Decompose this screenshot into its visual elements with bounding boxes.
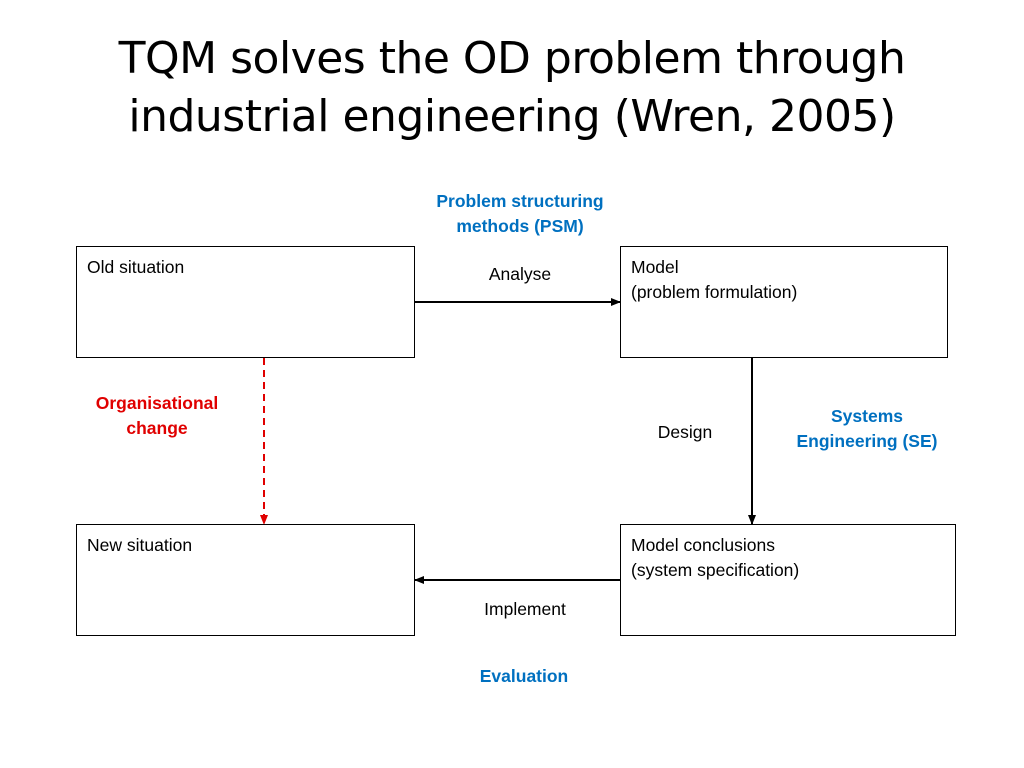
organisational-change-annotation: Organisational change [67, 391, 247, 441]
model-conclusions-box: Model conclusions (system specification) [620, 524, 956, 636]
analyse-label: Analyse [488, 264, 552, 284]
design-label: Design [657, 422, 713, 442]
title-line-2: industrial engineering (Wren, 2005) [128, 91, 896, 142]
model-conclusions-label: Model conclusions [631, 535, 775, 555]
old-situation-label: Old situation [87, 257, 185, 277]
new-situation-label: New situation [87, 535, 193, 555]
psm-annotation: Problem structuring methods (PSM) [400, 189, 640, 239]
psm-line-1: Problem structuring [436, 191, 604, 211]
se-line-1: Systems [831, 406, 903, 426]
evaluation-annotation: Evaluation [479, 666, 569, 686]
model-sublabel: (problem formulation) [631, 282, 798, 302]
old-situation-box: Old situation [76, 246, 415, 358]
model-label: Model [631, 257, 679, 277]
org-line-2: change [126, 418, 188, 438]
psm-line-2: methods (PSM) [456, 216, 584, 236]
model-box: Model (problem formulation) [620, 246, 948, 358]
model-conclusions-sublabel: (system specification) [631, 560, 800, 580]
org-line-1: Organisational [95, 393, 219, 413]
new-situation-box: New situation [76, 524, 415, 636]
systems-engineering-annotation: Systems Engineering (SE) [767, 404, 967, 454]
implement-label: Implement [484, 599, 566, 619]
slide-title: TQM solves the OD problem through indust… [0, 30, 1024, 146]
se-line-2: Engineering (SE) [796, 431, 938, 451]
title-line-1: TQM solves the OD problem through [118, 33, 906, 84]
